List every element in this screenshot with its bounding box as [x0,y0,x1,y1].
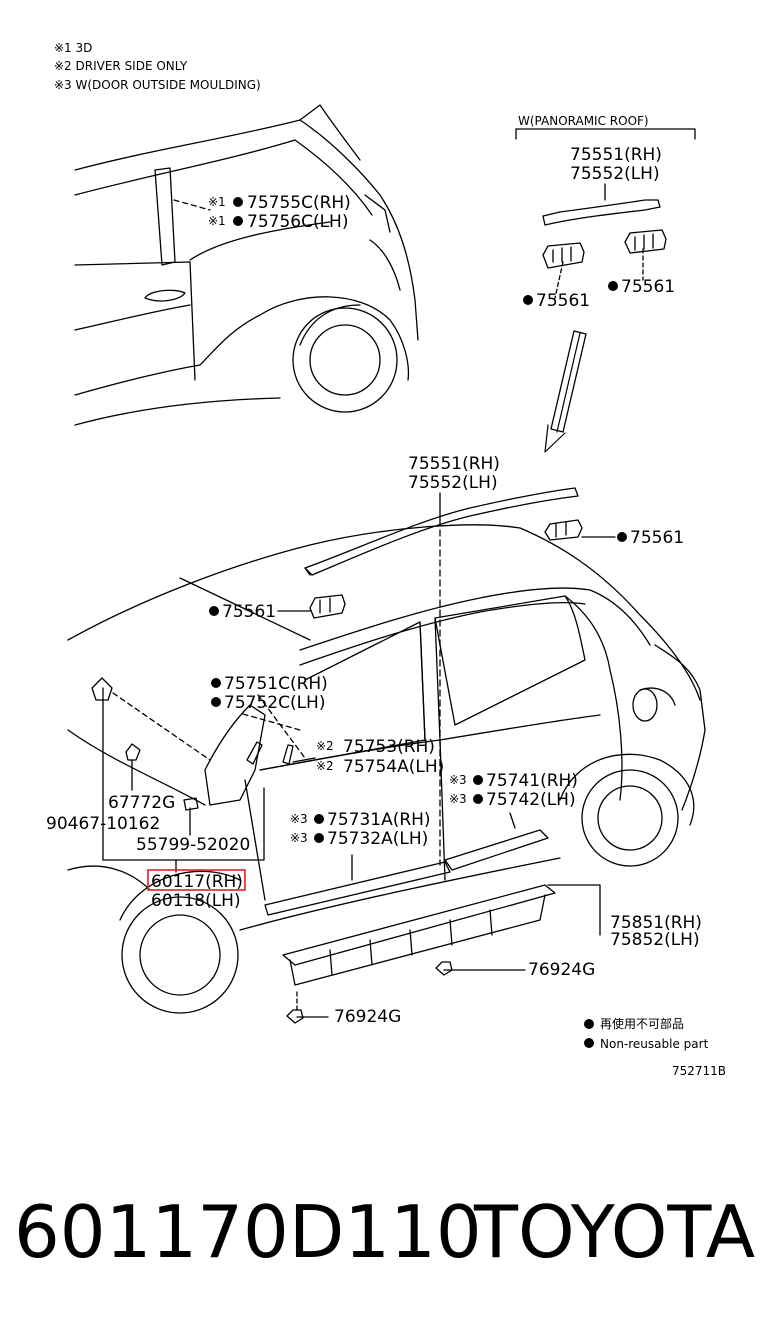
fender-clips [91,677,199,811]
nut-label-a: 76924G [528,960,595,980]
rear-mark-a: ※3 [449,773,467,787]
non-reusable-dot [209,606,219,616]
front-mould-label-rh: 75731A(RH) [327,810,431,830]
front-mould-label-lh: 75732A(LH) [327,829,428,849]
non-reusable-dot [617,532,627,542]
legend-dot-jp [584,1019,594,1029]
rear-mark-b: ※3 [449,792,467,806]
nut-label-b: 76924G [334,1007,401,1027]
non-reusable-dot [523,295,533,305]
rear-mould-label-rh: 75741(RH) [486,771,578,791]
part-number: 601170D110 [14,1190,482,1274]
legend-jp: 再使用不可部品 [600,1016,684,1031]
non-reusable-dot [314,833,324,843]
pillar-label-lh: 75756C(LH) [247,212,348,232]
pano-clip-right [624,229,667,254]
pano-clip-left [542,242,585,269]
roof-clip-label-left: 75561 [222,602,276,622]
non-reusable-dot [473,794,483,804]
front-mark-a: ※3 [290,812,308,826]
rear-quarter-illustration [74,104,419,426]
emblem-mark-b: ※2 [316,759,334,773]
pano-clip-label-a: 75561 [536,291,590,311]
highlight-box [147,869,246,891]
brand-name: TOYOTA [474,1190,756,1274]
rear-mould-label-lh: 75742(LH) [486,790,576,810]
pillar-label-rh: 75755C(RH) [247,193,351,213]
callout-lines [102,199,616,1018]
emblem-label-rh: 75753(RH) [343,737,435,757]
non-reusable-dot [233,216,243,226]
clip-label-67772: 67772G [108,793,175,813]
roof-clip-right [544,519,583,541]
rocker-label-rh: 75851(RH) [610,913,702,933]
pillar-mark-1: ※1 [208,195,226,209]
pano-clip-label-b: 75561 [621,277,675,297]
fender-label-lh: 60118(LH) [151,891,241,911]
emblem-label-lh: 75754A(LH) [343,757,444,777]
figure-code: 752711B [672,1064,726,1078]
clip-label-90467: 90467-10162 [46,814,160,834]
emblem-mark-a: ※2 [316,739,334,753]
front-pillar-label-rh: 75751C(RH) [224,674,328,694]
fender-label-rh: 60117(RH) [151,872,243,892]
front-pillar-label-lh: 75752C(LH) [224,693,325,713]
note-2: ※2 DRIVER SIDE ONLY [54,59,188,73]
roof-label-lh: 75552(LH) [408,473,498,493]
roof-label-rh: 75551(RH) [408,454,500,474]
non-reusable-dot [608,281,618,291]
non-reusable-dot [211,697,221,707]
non-reusable-dot [314,814,324,824]
clip-label-55799: 55799-52020 [136,835,250,855]
roof-clip-left [309,594,346,619]
panoramic-roof-detail [515,128,696,453]
non-reusable-dot [233,197,243,207]
non-reusable-dot [473,775,483,785]
parts-diagram: ※1 3D ※2 DRIVER SIDE ONLY ※3 W(DOOR OUTS… [46,41,726,1078]
pano-label-rh: 75551(RH) [570,145,662,165]
pano-title: W(PANORAMIC ROOF) [518,114,649,128]
front-mark-b: ※3 [290,831,308,845]
rocker-label-lh: 75852(LH) [610,930,700,950]
pillar-mark-2: ※1 [208,214,226,228]
legend-en: Non-reusable part [600,1037,709,1051]
non-reusable-dot [211,678,221,688]
legend-dot-en [584,1038,594,1048]
note-3: ※3 W(DOOR OUTSIDE MOULDING) [54,78,261,92]
roof-clip-label-right: 75561 [630,528,684,548]
note-1: ※1 3D [54,41,92,55]
assembly-arrow [544,332,581,453]
pano-label-lh: 75552(LH) [570,164,660,184]
